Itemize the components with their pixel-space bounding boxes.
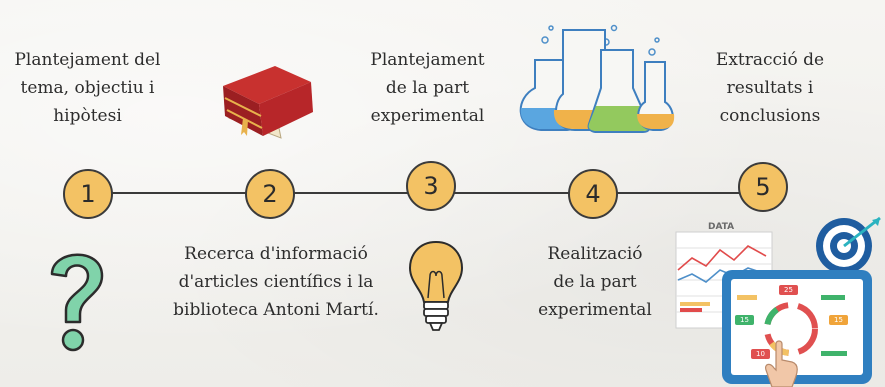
tablet-bar	[821, 351, 847, 356]
step-3-label: Plantejament de la part experimental	[370, 50, 485, 126]
tablet-bar	[821, 295, 845, 300]
step-1-node: 1	[63, 169, 113, 219]
target-graphic	[816, 216, 881, 274]
data-sheet-title: DATA	[708, 222, 735, 232]
tablet-badge: 25	[779, 285, 798, 295]
step-1-label: Plantejament del tema, objectiu i hipòte…	[14, 50, 161, 126]
question-mark-icon	[50, 253, 104, 352]
step-2-label: Recerca d'informació d'articles científi…	[173, 244, 379, 320]
step-5-node: 5	[738, 162, 788, 212]
pointing-hand-icon	[765, 340, 798, 387]
step-4-node: 4	[568, 169, 618, 219]
data-tablet-target-icon: DATA 25 15 15 10	[670, 210, 885, 387]
step-4-label: Realització de la part experimental	[538, 244, 652, 320]
tablet-badge: 10	[751, 349, 770, 359]
tablet-badge: 15	[735, 315, 754, 325]
book-icon	[223, 66, 313, 139]
tablet-badge: 15	[829, 315, 848, 325]
laboratory-flasks-icon	[519, 24, 675, 133]
tablet-screen: 25 15 15 10	[731, 279, 863, 375]
lightbulb-icon	[408, 240, 464, 331]
tablet: 25 15 15 10	[722, 270, 872, 384]
step-5-label: Extracció de resultats i conclusions	[715, 50, 825, 126]
step-3-node: 3	[406, 161, 456, 211]
tablet-chart	[764, 302, 818, 356]
step-2-node: 2	[245, 169, 295, 219]
tablet-bar	[737, 295, 757, 300]
